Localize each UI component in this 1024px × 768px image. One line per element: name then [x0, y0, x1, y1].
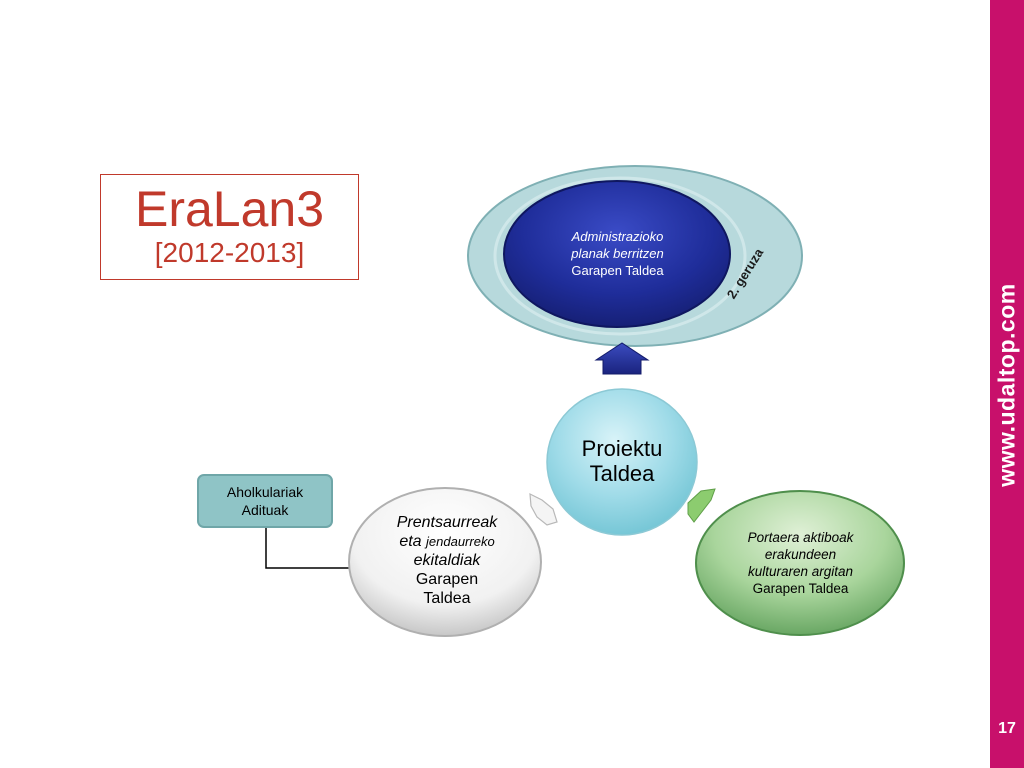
- left-node-line5: Taldea: [423, 590, 471, 607]
- left-node-line4: Garapen: [415, 571, 479, 588]
- right-arrow-icon: [687, 488, 716, 523]
- right-node-line3: kulturaren argitan: [747, 564, 854, 579]
- right-node-line4: Garapen Taldea: [752, 581, 849, 596]
- sidebar-band: [990, 0, 1024, 768]
- advisors-box: Aholkulariak Adituak: [197, 474, 333, 528]
- left-node-line2b: jendaurreko: [426, 534, 495, 549]
- up-arrow-icon: [594, 342, 650, 375]
- layer-ring-inner-edge: [493, 176, 747, 336]
- left-node-text: Prentsaurreak eta jendaurreko ekitaldiak…: [372, 513, 522, 608]
- advisors-line2: Adituak: [241, 502, 289, 518]
- top-node-shape: [503, 180, 731, 328]
- title-main: EraLan3: [134, 181, 325, 237]
- title-years: [2012-2013]: [154, 237, 305, 268]
- top-node-text: Administrazioko planak berritzen Garapen…: [540, 228, 695, 279]
- left-arrow-icon: [529, 492, 558, 526]
- left-node-line3: ekitaldiak: [413, 552, 481, 569]
- center-node-line1: Proiektu: [581, 436, 663, 461]
- center-node-text: Proiektu Taldea: [557, 436, 687, 486]
- page-number: 17: [998, 720, 1016, 737]
- right-node-line1: Portaera aktiboak: [747, 530, 854, 545]
- right-node-shape: [695, 490, 905, 636]
- right-node-text: Portaera aktiboak erakundeen kulturaren …: [718, 529, 883, 597]
- center-node-shape: [546, 388, 698, 536]
- advisors-line1: Aholkulariak: [226, 484, 304, 500]
- advisors-connector: [265, 528, 352, 569]
- top-node-line2: planak berritzen: [571, 246, 664, 261]
- left-node-shape: [348, 487, 542, 637]
- top-node-line3: Garapen Taldea: [571, 263, 664, 278]
- left-node-line2a: eta: [399, 533, 422, 550]
- left-node-line1: Prentsaurreak: [396, 514, 498, 531]
- center-node-line2: Taldea: [589, 461, 655, 486]
- top-node-line1: Administrazioko: [571, 229, 664, 244]
- right-node-line2: erakundeen: [764, 547, 837, 562]
- title-box: EraLan3 [2012-2013]: [100, 174, 359, 280]
